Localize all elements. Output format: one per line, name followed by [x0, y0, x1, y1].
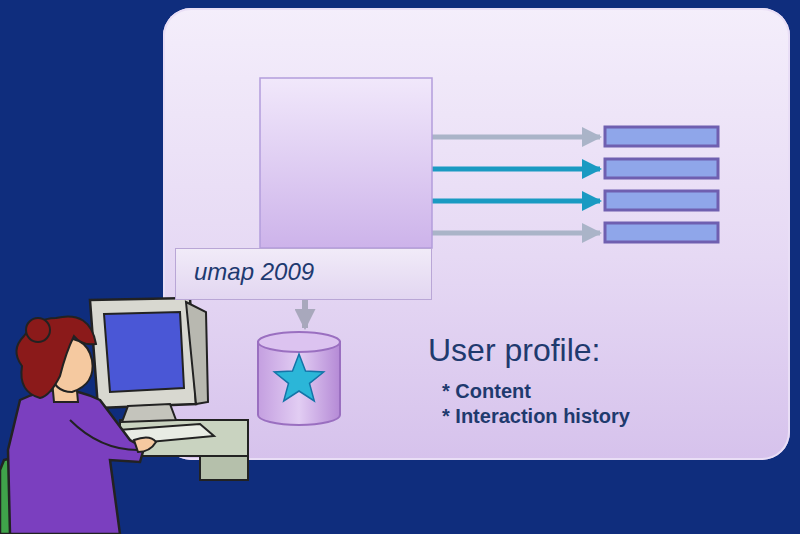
- profile-heading: User profile:: [428, 332, 601, 369]
- user-clipart: [0, 298, 248, 534]
- star-icon: [274, 354, 323, 401]
- label-box: umap 2009: [175, 248, 432, 300]
- conference-label: umap 2009: [194, 258, 314, 286]
- system-box: [260, 78, 432, 248]
- output-arrows: [432, 137, 600, 233]
- result-bar: [605, 159, 718, 178]
- result-bar: [605, 191, 718, 210]
- result-bar: [605, 223, 718, 242]
- arrow: [432, 199, 600, 204]
- arrow: [432, 231, 600, 236]
- panel: User profile: * Content* Interaction hist…: [163, 8, 790, 460]
- profile-item: * Content: [442, 380, 531, 403]
- profile-item: * Interaction history: [442, 405, 630, 428]
- arrow: [432, 135, 600, 140]
- result-bar: [605, 127, 718, 146]
- arrow: [432, 167, 600, 172]
- database-cylinder: [258, 332, 340, 425]
- result-bars: [605, 127, 718, 242]
